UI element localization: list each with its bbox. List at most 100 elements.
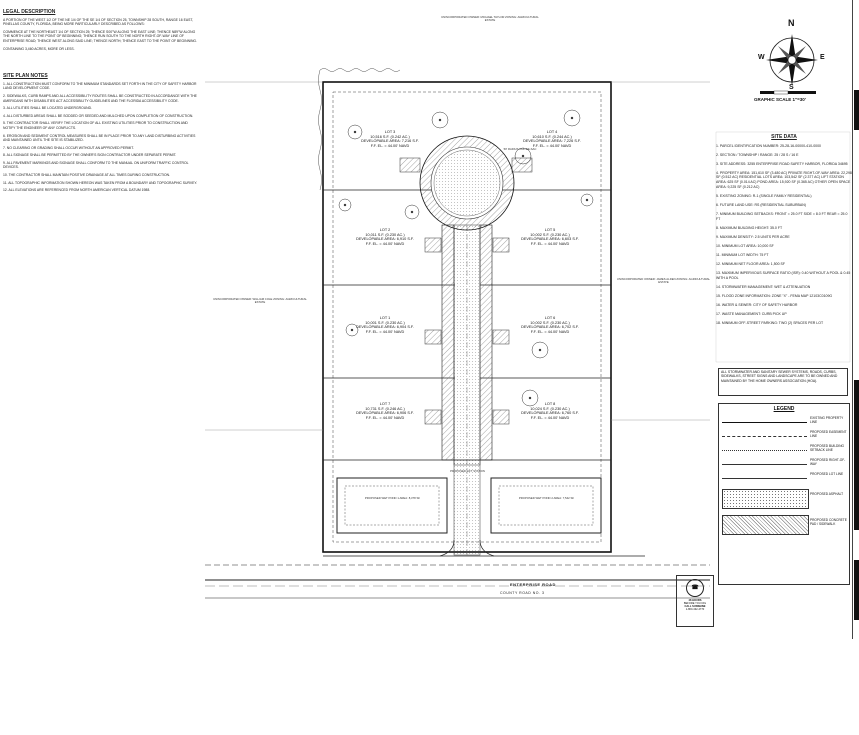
legal-para: A PORTION OF THE WEST 1/2 OF THE NE 1/4 … (3, 17, 193, 27)
legend-row: PROPOSED RIGHT-OF-WAY (722, 457, 846, 471)
site-data-frame (715, 131, 851, 363)
row-hatch-right (479, 224, 493, 461)
strip-mark (854, 90, 859, 130)
site-data-item: 1. PARCEL IDENTIFICATION NUMBER: 25-28-1… (716, 143, 821, 148)
compass-w: W (758, 54, 765, 61)
pond-1-callout: PROPOSED WET POND 1 AREA: 8,378 SF (364, 496, 421, 500)
legend-row: PROPOSED ASPHALT (722, 485, 846, 511)
site-data-item: 2. SECTION / TOWNSHIP / RANGE: 25 / 28 S… (716, 152, 799, 157)
dig-line: BEFORE YOU DIG (683, 602, 707, 605)
legend-row: PROPOSED LOT LINE (722, 471, 846, 485)
legend-swatch (722, 515, 809, 535)
site-data-item: 13. MAXIMUM IMPERVIOUS SURFACE RATIO (IS… (716, 271, 851, 280)
tree-symbols (338, 109, 594, 407)
pond-1-inner (344, 485, 440, 526)
site-plan-notes-title: SITE PLAN NOTES (3, 73, 48, 80)
adjacent-north-callout: UNINCORPORATED OWNER: MICHAEL TAYLOR ZON… (441, 15, 539, 23)
site-data-item: 7. MINIMUM BUILDING SETBACKS: FRONT = 25… (716, 211, 848, 221)
pond-2-inner (498, 485, 594, 526)
graphic-scale-label: GRAPHIC SCALE 1"=30' (754, 97, 806, 102)
pond-2-callout: PROPOSED WET POND 2 AREA: 7,542 SF (518, 496, 575, 500)
legend-swatch (722, 478, 807, 479)
legend-box: LEGEND EXISTING PROPERTY LINE PROPOSED E… (718, 403, 850, 585)
site-data-item: 3. SITE ADDRESS: 3255 ENTERPRISE ROAD SA… (716, 161, 848, 166)
site-data-item: 17. WASTE MANAGEMENT: CURB PICK UP (716, 312, 787, 317)
enterprise-road (205, 555, 710, 599)
site-data-title: SITE DATA (771, 134, 797, 140)
strip-mark (854, 380, 859, 530)
legend-label: PROPOSED RIGHT-OF-WAY (810, 458, 846, 466)
cul-de-sac-island (433, 149, 501, 217)
notes-column: LEGAL DESCRIPTION A PORTION OF THE WEST … (3, 8, 198, 608)
dig-line: 1-800-432-4770 (685, 608, 705, 611)
site-data-item: 11. MINIMUM LOT WIDTH: 75 FT (716, 252, 769, 257)
lot-lines (323, 189, 611, 461)
site-plan-drawing (205, 34, 851, 599)
legend-row: PROPOSED CONCRETE PAD / SIDEWALK (722, 511, 847, 537)
site-data-item: 4. PROPERTY AREA: 151,610 SF (3.480 AC) … (716, 170, 852, 189)
legend-row: PROPOSED BUILDING SETBACK LINE (722, 443, 846, 457)
compass-rose (766, 34, 818, 86)
graphic-scale-bar (760, 90, 816, 95)
legal-para: COMMENCE AT THE NORTHEAST 1/4 OF SECTION… (3, 29, 197, 43)
compass-n: N (788, 18, 795, 28)
maintenance-note: ALL STORMWATER AND SANITARY SEWER SYSTEM… (718, 368, 848, 396)
note-item: 12. ALL ELEVATIONS ARE REFERENCED FROM N… (3, 188, 151, 193)
legal-para: CONTAINING 3,460 ACRES, MORE OR LESS. (3, 46, 75, 51)
road-name: ENTERPRISE ROAD (510, 582, 556, 587)
site-data-item: 16. WATER & SEWER: CITY OF SAFETY HARBOR (716, 302, 798, 307)
note-item: 8. ALL SIGNAGE SHALL BE PERMITTED BY THE… (3, 153, 177, 158)
note-item: 4. ALL DISTURBED AREAS SHALL BE SODDED O… (3, 113, 194, 118)
note-item: 11. ALL TOPOGRAPHIC INFORMATION SHOWN HE… (3, 180, 198, 185)
note-item: 1. ALL CONSTRUCTION MUST CONFORM TO THE … (3, 81, 197, 91)
legend-swatch (722, 489, 809, 509)
call-before-dig-badge: ☎ 48 HOURS BEFORE YOU DIG CALL SUNSHINE … (676, 575, 714, 627)
note-item: 2. SIDEWALKS, CURB RAMPS AND ALL ACCESSI… (3, 93, 197, 103)
legend-title: LEGEND (773, 406, 795, 412)
legal-description-title: LEGAL DESCRIPTION (3, 9, 56, 15)
adjacent-west-callout: UNINCORPORATED OWNER: WILLIAM COLE ZONIN… (213, 297, 307, 305)
legend-swatch (722, 450, 807, 451)
note-item: 7. NO CLEARING OR GRADING SHALL OCCUR WI… (3, 145, 134, 150)
legend-swatch (722, 464, 807, 465)
pond-2 (490, 477, 602, 534)
note-item: 9. ALL PAVEMENT MARKINGS AND SIGNAGE SHA… (3, 160, 189, 170)
note-item: 10. THE CONTRACTOR SHALL MAINTAIN POSITI… (3, 173, 171, 178)
cul-de-sac-callout: 50' RADIUS CUL-DE-SAC (503, 147, 537, 151)
site-data-panel: SITE DATA 1. PARCEL IDENTIFICATION NUMBE… (716, 135, 852, 326)
entrance-road (453, 459, 481, 556)
legend-label: PROPOSED ASPHALT (810, 492, 844, 496)
adjacent-east-callout: UNINCORPORATED OWNER: JAMES ALDEN ZONING… (616, 277, 711, 285)
site-data-item: 6. FUTURE LAND USE: RS (RESIDENTIAL SUBU… (716, 202, 806, 207)
florida-state-icon: ☎ (686, 579, 704, 597)
strip-mark (854, 560, 859, 620)
treeline (318, 68, 401, 191)
site-data-item: 5. EXISTING ZONING: R-1 (SINGLE FAMILY R… (716, 193, 812, 198)
site-data-item: 12. MINIMUM NET FLOOR AREA: 1,500 SF (716, 262, 785, 266)
row-hatch-left (441, 224, 455, 461)
legend-label: PROPOSED LOT LINE (810, 472, 844, 476)
site-data-item: 18. MINIMUM OFF-STREET PARKING: TWO (2) … (716, 321, 824, 326)
site-data-item: 8. MAXIMUM BUILDING HEIGHT: 35.0 FT (716, 225, 783, 230)
legend-row: EXISTING PROPERTY LINE (722, 415, 846, 429)
legend-swatch (722, 436, 807, 437)
note-item: 5. THE CONTRACTOR SHALL VERIFY THE LOCAT… (3, 121, 188, 130)
adjacent-parcels (205, 81, 710, 431)
road-subname: COUNTY ROAD NO. 3 (500, 591, 545, 595)
site-plan-sheet: LEGAL DESCRIPTION A PORTION OF THE WEST … (3, 0, 859, 639)
note-item: 6. EROSION AND SEDIMENT CONTROL MEASURES… (3, 133, 196, 143)
lift-station-callout: PROPOSED LIFT STATION (450, 469, 485, 473)
site-data-item: 15. FLOOD ZONE INFORMATION: ZONE "X" - F… (716, 293, 833, 298)
compass-e: E (820, 54, 825, 61)
site-data-item: 10. MINIMUM LOT AREA: 10,000 SF (716, 243, 774, 248)
legend-swatch (722, 422, 807, 423)
legend-label: PROPOSED EASEMENT LINE (810, 430, 847, 438)
dig-line: CALL SUNSHINE (684, 605, 706, 608)
pond-1 (336, 477, 448, 534)
site-data-column: SITE DATA 1. PARCEL IDENTIFICATION NUMBE… (716, 135, 852, 735)
